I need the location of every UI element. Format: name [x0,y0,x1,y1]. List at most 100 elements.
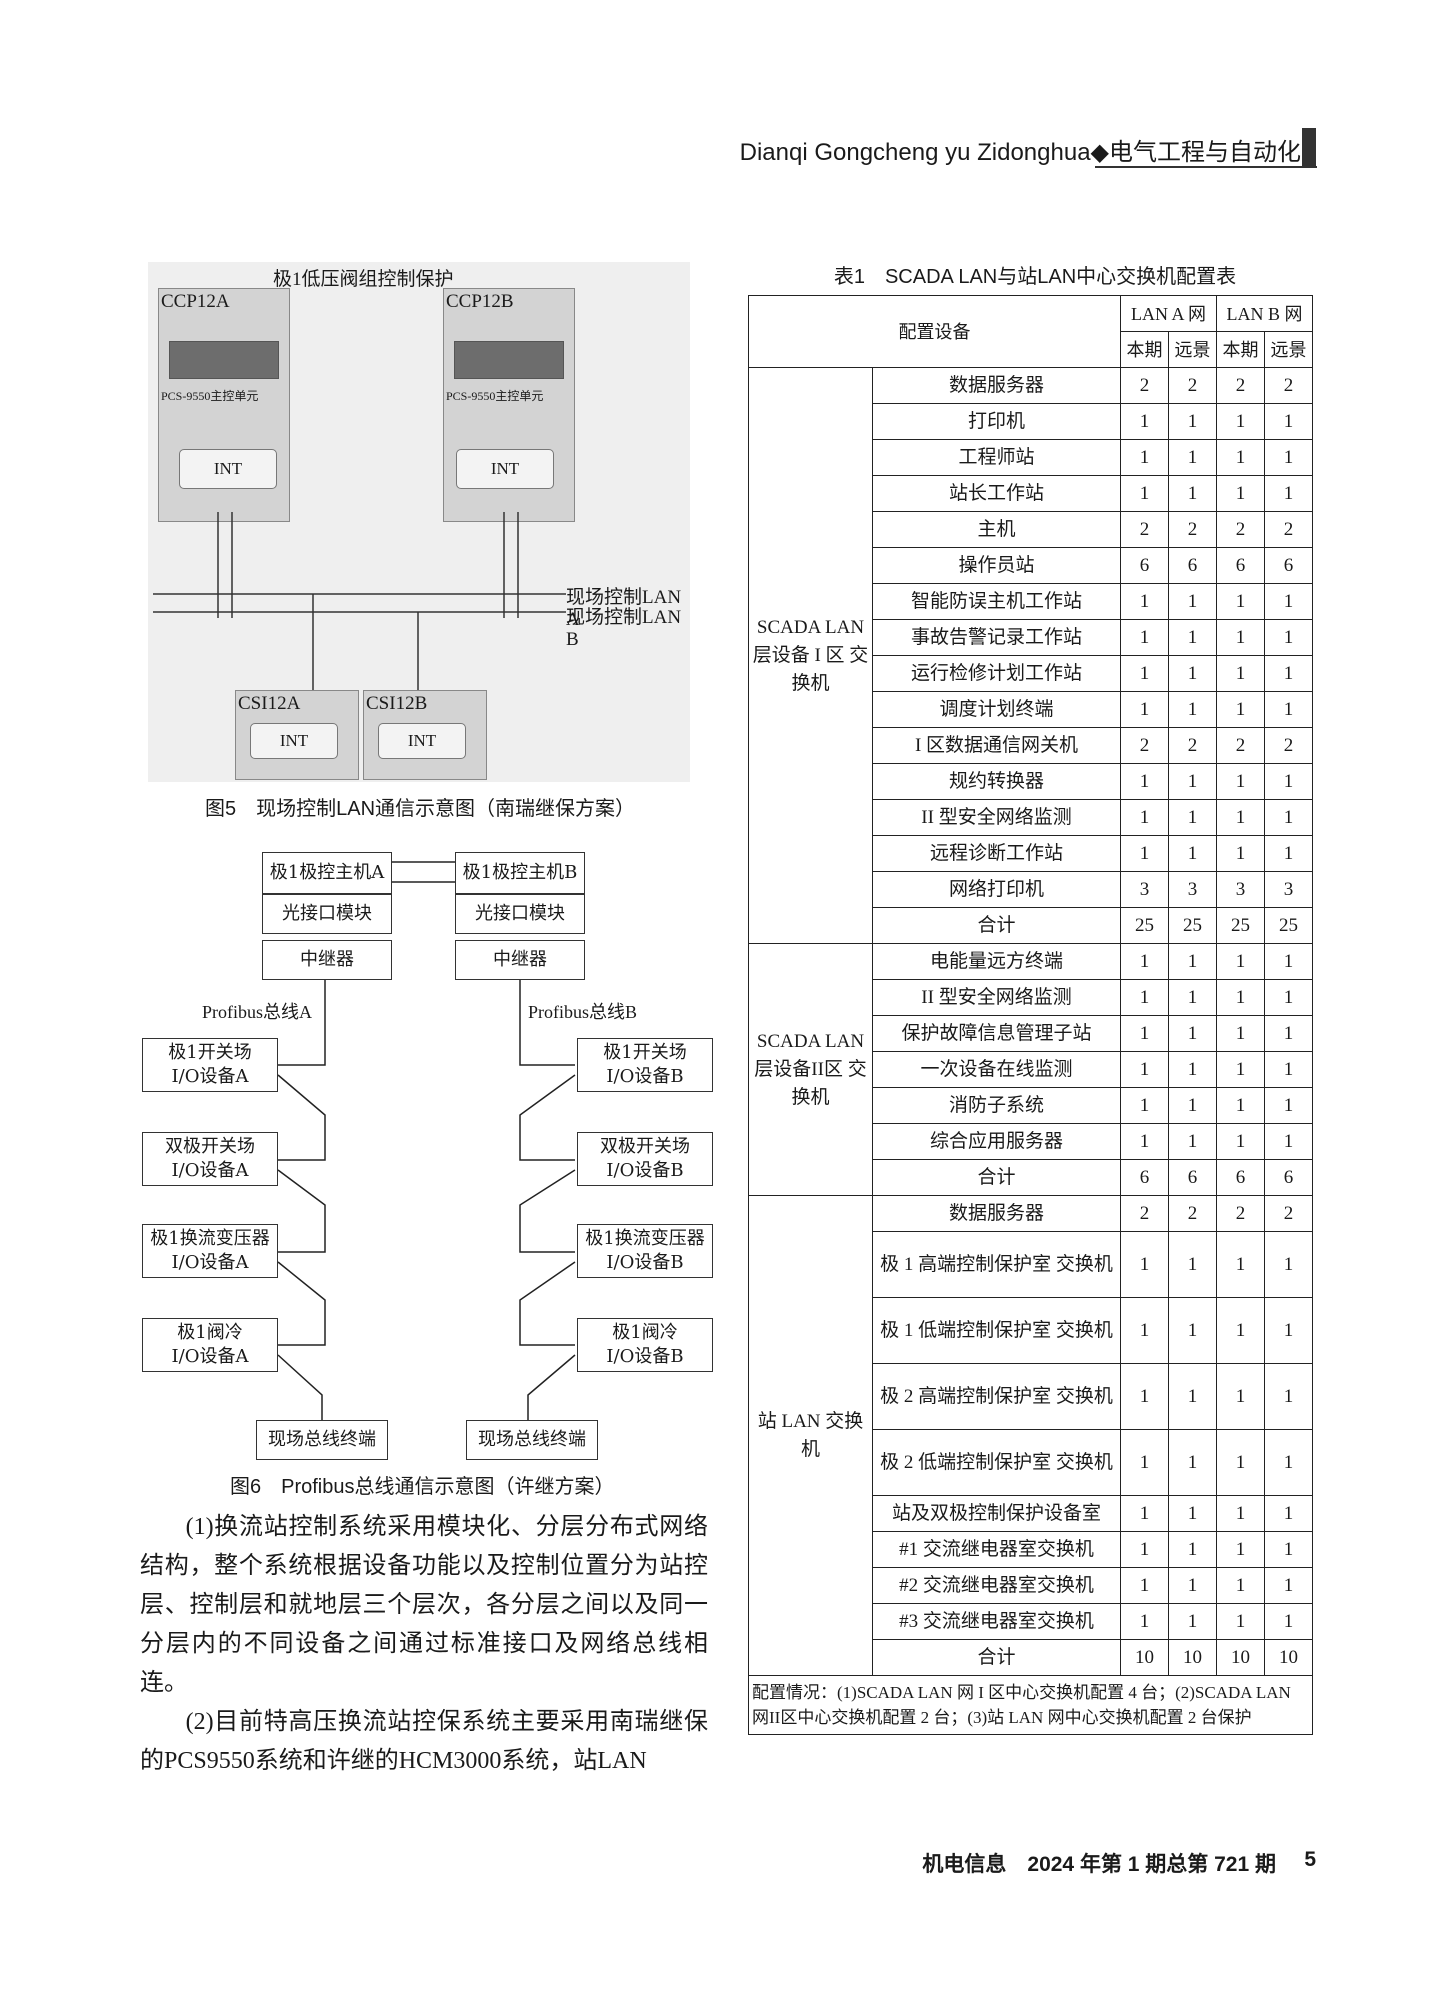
item-cell: 一次设备在线监测 [872,1051,1121,1088]
item-cell: 极 2 高端控制保护室 交换机 [872,1363,1121,1430]
value-cell: 1 [1167,835,1218,872]
value-cell: 1 [1264,403,1314,440]
header-sub: 远景 [1264,331,1314,368]
value-cell: 1 [1264,943,1314,980]
device-type: I/O设备A [171,1346,249,1367]
value-cell: 1 [1216,475,1266,512]
value-cell: 1 [1167,475,1218,512]
value-cell: 1 [1264,1363,1314,1430]
value-cell: 25 [1120,907,1169,944]
value-cell: 1 [1167,1297,1218,1364]
value-cell: 1 [1264,1123,1314,1160]
item-cell: 极 1 低端控制保护室 交换机 [872,1297,1121,1364]
value-cell: 1 [1167,1603,1218,1640]
pcs9550-device-icon [169,341,279,379]
fieldbus-terminal-b: 现场总线终端 [466,1420,598,1460]
value-cell: 2 [1167,367,1218,404]
item-cell: 数据服务器 [872,1195,1121,1232]
device-name: 极1换流变压器 [150,1228,270,1249]
int-box: INT [378,723,466,759]
value-cell: 1 [1264,1231,1314,1298]
value-cell: 6 [1120,1159,1169,1196]
figure-5-diagram: 极1低压阀组控制保护 CCP12A PCS-9550主控单元 INT CCP12… [148,262,690,782]
cabinet-label: CSI12A [238,693,301,714]
header-sub: 本期 [1216,331,1266,368]
value-cell: 2 [1216,367,1266,404]
value-cell: 2 [1120,727,1169,764]
value-cell: 2 [1120,1195,1169,1232]
value-cell: 1 [1167,583,1218,620]
value-cell: 1 [1120,763,1169,800]
item-cell: 工程师站 [872,439,1121,476]
item-cell: 站及双极控制保护设备室 [872,1495,1121,1532]
value-cell: 2 [1167,727,1218,764]
value-cell: 1 [1120,1363,1169,1430]
value-cell: 1 [1120,1123,1169,1160]
value-cell: 3 [1120,871,1169,908]
item-cell: 主机 [872,511,1121,548]
item-cell: II 型安全网络监测 [872,799,1121,836]
value-cell: 1 [1167,1429,1218,1496]
config-table: 配置设备 LAN A 网 LAN B 网 本期 远景 本期 远景 SCADA L… [747,295,1314,1735]
value-cell: 1 [1216,691,1266,728]
io-device-a: 极1开关场 I/O设备A [142,1038,278,1092]
item-cell: 事故告警记录工作站 [872,619,1121,656]
cabinet-label: CCP12A [161,291,230,312]
table-title: 表1 SCADA LAN与站LAN中心交换机配置表 [833,266,1237,288]
paragraph: (1)换流站控制系统采用模块化、分层分布式网络结构，整个系统根据设备功能以及控制… [140,1514,708,1696]
device-type: I/O设备B [606,1066,684,1087]
value-cell: 6 [1167,547,1218,584]
table-subheader-row: 本期 远景 本期 远景 [749,331,1314,368]
value-cell: 3 [1216,871,1266,908]
value-cell: 1 [1167,1567,1218,1604]
device-name: 双极开关场 [600,1136,690,1157]
cabinet-ccp12a: CCP12A PCS-9550主控单元 INT [158,288,290,522]
item-cell: 智能防误主机工作站 [872,583,1121,620]
pcs9550-device-icon [454,341,564,379]
item-cell: 数据服务器 [872,367,1121,404]
value-cell: 1 [1216,1051,1266,1088]
item-cell: #3 交流继电器室交换机 [872,1603,1121,1640]
value-cell: 1 [1167,691,1218,728]
io-device-b: 极1换流变压器 I/O设备B [577,1224,713,1278]
value-cell: 1 [1216,763,1266,800]
value-cell: 1 [1264,1495,1314,1532]
value-cell: 25 [1264,907,1314,944]
item-cell: 规约转换器 [872,763,1121,800]
item-cell: 综合应用服务器 [872,1123,1121,1160]
value-cell: 1 [1167,439,1218,476]
value-cell: 1 [1264,1603,1314,1640]
io-device-a: 双极开关场 I/O设备A [142,1132,278,1186]
value-cell: 10 [1216,1639,1266,1676]
value-cell: 3 [1264,871,1314,908]
device-name: 双极开关场 [165,1136,255,1157]
device-type: I/O设备A [171,1252,249,1273]
group-name-cell: 站 LAN 交换机 [748,1195,873,1676]
header-config: 配置设备 [748,295,1121,368]
value-cell: 1 [1216,1429,1266,1496]
value-cell: 2 [1216,511,1266,548]
value-cell: 1 [1264,835,1314,872]
value-cell: 1 [1216,1087,1266,1124]
value-cell: 1 [1120,979,1169,1016]
value-cell: 1 [1264,1567,1314,1604]
repeater-b-box: 中继器 [455,940,585,980]
value-cell: 1 [1264,1015,1314,1052]
value-cell: 6 [1264,547,1314,584]
int-box: INT [456,449,554,489]
value-cell: 1 [1264,691,1314,728]
figure-5-caption: 图5 现场控制LAN通信示意图（南瑞继保方案） [205,798,636,820]
